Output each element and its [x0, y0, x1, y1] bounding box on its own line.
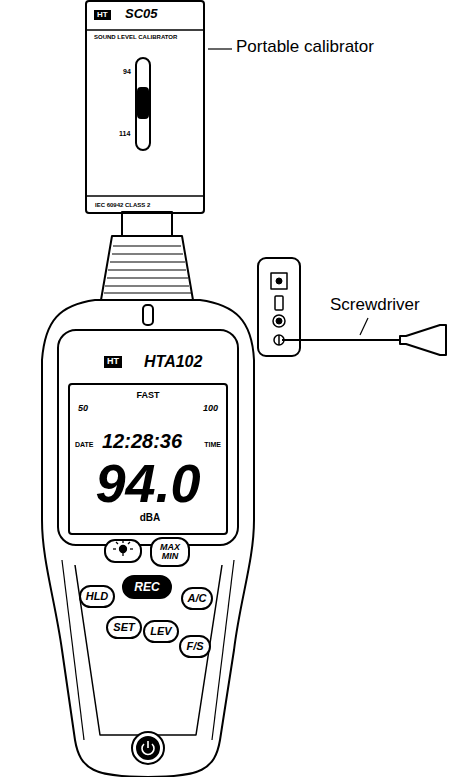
power-symbol — [147, 741, 149, 748]
front-face — [58, 330, 238, 545]
side-socket-pin — [276, 278, 282, 284]
jack-hole — [276, 318, 282, 324]
scale-mark: 100 — [203, 404, 218, 413]
clock-reading: 12:28:36 — [102, 431, 182, 452]
side-socket — [271, 273, 287, 289]
leader-line — [360, 318, 368, 335]
calibrator-base-line — [87, 195, 203, 197]
collar-ridges — [104, 246, 191, 293]
button-label: LEV — [150, 626, 171, 637]
bulb-icon — [113, 541, 133, 557]
max-min-button: MAX MIN — [150, 537, 190, 567]
time-label: TIME — [204, 441, 221, 448]
leader-line — [208, 48, 232, 49]
model-name: HTA102 — [144, 353, 202, 371]
brand-logo: HT — [104, 356, 122, 368]
level-mark: 114 — [119, 130, 130, 137]
portable-calibrator: HT SC05SOUND LEVEL CALIBRATOR 94 114IEC 609… — [85, 0, 205, 214]
response-mode: FAST — [136, 391, 159, 400]
grip-line — [212, 560, 234, 740]
power-button-cap — [137, 737, 159, 759]
button-label: A/C — [188, 593, 207, 604]
screw-slot — [278, 335, 280, 345]
part-label: Screwdriver — [330, 296, 420, 315]
ac-button: A/C — [181, 587, 214, 610]
screwdriver-shaft — [282, 339, 400, 341]
lcd-display: FAST 50 100DATE 12:28:36 TIME 94.0dBA — [68, 383, 228, 535]
calibrator-cap-line — [87, 29, 203, 31]
screwdriver-handle — [400, 325, 446, 355]
part-label: Portable calibrator — [236, 38, 374, 57]
button-label: MAX MIN — [157, 543, 183, 561]
fast-slow-button: F/S — [179, 635, 210, 658]
jack — [273, 315, 285, 327]
side-view — [258, 258, 300, 356]
brand-logo: HT — [94, 10, 111, 20]
standard-mark: IEC 60942 CLASS 2 — [95, 202, 150, 208]
slider-knob — [138, 88, 148, 118]
level-reading: 94.0 — [95, 455, 200, 512]
scale-mark: 50 — [78, 404, 88, 413]
level-mark: 94 — [123, 68, 131, 75]
device-caption: SOUND LEVEL CALIBRATOR — [94, 34, 177, 40]
set-button: SET — [106, 616, 141, 639]
button-label: SET — [113, 622, 134, 633]
body-tip — [143, 305, 153, 325]
model-name: SC05 — [125, 7, 158, 21]
record-button: REC — [122, 575, 172, 599]
power-button — [132, 732, 164, 764]
microphone-tube — [122, 212, 172, 237]
usb-slot — [275, 296, 283, 310]
button-label: REC — [129, 581, 165, 593]
calibrator-slider — [136, 58, 150, 150]
level-button: LEV — [143, 620, 178, 643]
button-label: HLD — [86, 591, 109, 602]
unit-label: dBA — [140, 513, 161, 524]
hold-button: HLD — [79, 585, 116, 608]
button-label: F/S — [186, 641, 203, 652]
lower-panel — [75, 565, 222, 735]
grip-line — [62, 560, 84, 740]
meter-body — [42, 300, 254, 777]
collar — [101, 236, 193, 300]
date-label: DATE — [75, 441, 94, 448]
backlight-button — [105, 540, 141, 562]
